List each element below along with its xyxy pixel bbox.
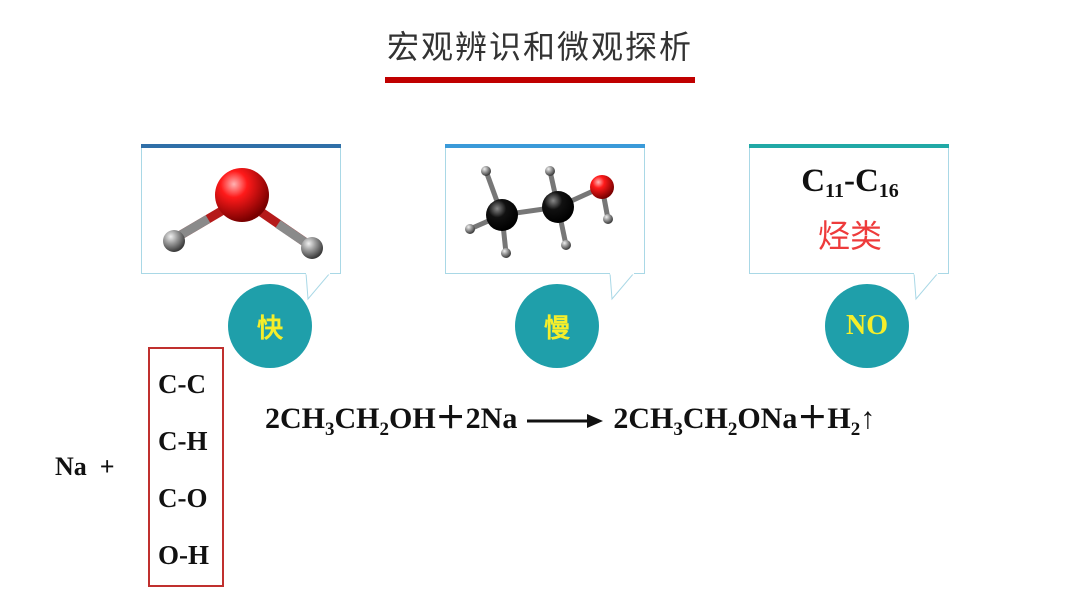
card-water [141,144,341,274]
gas-arrow-icon: ↑ [860,402,876,435]
reaction-arrow-icon [527,414,604,429]
ethanol-molecule-icon [465,166,614,258]
callout-tail [305,273,331,301]
bond-item: C-H [158,426,208,456]
bond-list-box: C-C C-H C-O O-H [148,347,224,587]
slide-title: 宏观辨识和微观探析 [386,28,693,66]
water-molecule-icon [163,168,323,259]
card-topline [141,144,341,148]
reaction-badge-no: NO [825,284,909,368]
title-underline [385,77,695,83]
reactant-na: Na + [55,452,115,481]
callout-tail [609,273,635,301]
speed-badge-slow: 慢 [515,284,599,368]
hydrocarbon-class-label: 烃类 [817,217,882,255]
bond-item: C-O [158,483,208,513]
card-hydrocarbon: C11-C16 烃类 [749,144,949,274]
card-ethanol [445,144,645,274]
bond-item: C-C [158,369,206,399]
card-topline [749,144,949,148]
speed-badge-fast: 快 [228,284,312,368]
callout-tail [913,273,939,301]
bond-item: O-H [158,540,209,570]
card-topline [445,144,645,148]
hydrocarbon-formula: C11-C16 [801,163,899,202]
